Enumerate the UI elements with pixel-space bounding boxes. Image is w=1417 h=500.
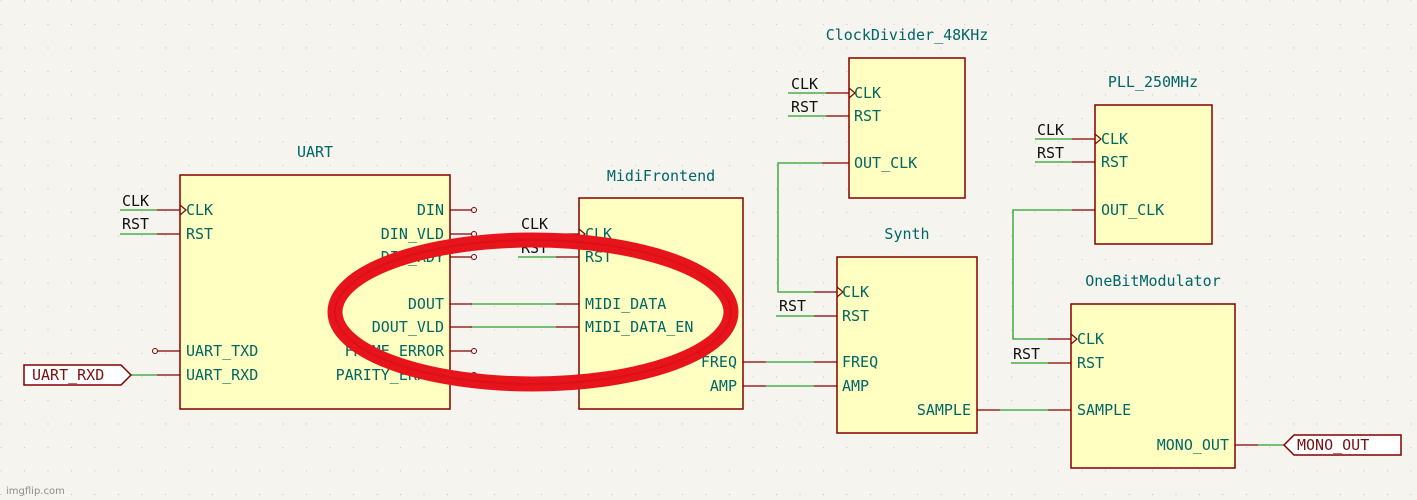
- block-title: PLL_250MHz: [1108, 73, 1198, 91]
- block-pll[interactable]: PLL_250MHz CLK RST OUT_CLK: [1094, 73, 1213, 245]
- wire-out-clk-48k: [777, 162, 822, 293]
- pin-label: FREQ: [701, 353, 737, 371]
- global-label-text: MONO_OUT: [1297, 436, 1369, 454]
- pin-label: RST: [186, 225, 213, 243]
- block-title: Synth: [884, 225, 929, 243]
- pin-label: CLK: [1077, 330, 1104, 348]
- pin-label: CLK: [186, 201, 213, 219]
- wires: [120, 92, 1284, 446]
- net-label-rst: RST: [1037, 144, 1064, 162]
- net-label-clk: CLK: [521, 215, 548, 233]
- pin-label: CLK: [854, 84, 881, 102]
- pin-label: OUT_CLK: [1101, 201, 1164, 219]
- pin-label: RST: [842, 307, 869, 325]
- net-label-rst: RST: [791, 98, 818, 116]
- pin-label: MIDI_DATA: [585, 295, 666, 313]
- pin-label: CLK: [842, 283, 869, 301]
- pin-label: RST: [1077, 354, 1104, 372]
- block-clock-divider[interactable]: ClockDivider_48KHz CLK RST OUT_CLK: [826, 26, 989, 199]
- wire-out-clk-pll: [1012, 209, 1072, 340]
- net-label-clk: CLK: [122, 192, 149, 210]
- block-title: ClockDivider_48KHz: [826, 26, 989, 44]
- pin-label: RST: [854, 107, 881, 125]
- global-label-mono-out[interactable]: MONO_OUT: [1282, 434, 1402, 456]
- red-annotation-ellipse: [327, 232, 739, 392]
- net-label-clk: CLK: [1037, 121, 1064, 139]
- pin-label: DIN: [417, 201, 444, 219]
- block-title: MidiFrontend: [607, 167, 715, 185]
- pin-label: RST: [1101, 153, 1128, 171]
- pin-label: SAMPLE: [1077, 401, 1131, 419]
- net-label-rst: RST: [779, 297, 806, 315]
- pin-label: AMP: [710, 377, 737, 395]
- pin-label: MONO_OUT: [1157, 436, 1229, 454]
- pin-label: AMP: [842, 377, 869, 395]
- pin-label: DOUT_VLD: [372, 318, 444, 336]
- block-title: OneBitModulator: [1085, 272, 1220, 290]
- pin-stubs: [157, 92, 1258, 446]
- pin-label: DOUT: [408, 295, 444, 313]
- pin-label: MIDI_DATA_EN: [585, 318, 693, 336]
- block-one-bit-modulator[interactable]: OneBitModulator CLK RST SAMPLE MONO_OUT: [1070, 272, 1236, 469]
- net-label-clk: CLK: [791, 75, 818, 93]
- pin-label: UART_TXD: [186, 342, 258, 360]
- global-label-uart-rxd[interactable]: UART_RXD: [23, 364, 133, 386]
- global-label-text: UART_RXD: [32, 366, 104, 384]
- pin-label: FREQ: [842, 353, 878, 371]
- net-label-rst: RST: [1013, 345, 1040, 363]
- pin-label: OUT_CLK: [854, 154, 917, 172]
- pin-label: UART_RXD: [186, 366, 258, 384]
- pin-label: SAMPLE: [917, 401, 971, 419]
- block-synth[interactable]: Synth CLK RST FREQ AMP SAMPLE: [836, 225, 978, 434]
- pin-label: DIN_VLD: [381, 225, 444, 243]
- block-title: UART: [297, 143, 333, 161]
- watermark: imgflip.com: [6, 486, 65, 497]
- pin-label: CLK: [1101, 130, 1128, 148]
- net-label-rst: RST: [122, 215, 149, 233]
